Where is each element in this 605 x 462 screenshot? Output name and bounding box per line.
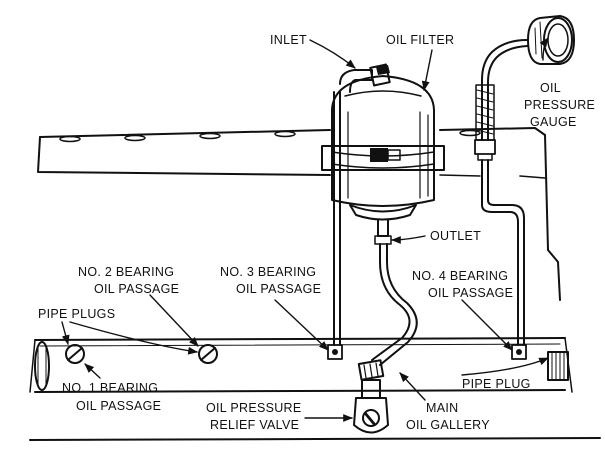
- gauge-label-line-1: OIL: [540, 81, 561, 95]
- main-gallery-leader: [399, 372, 426, 401]
- no3-bearing-fitting: [327, 344, 343, 360]
- main-gallery-label-1: MAIN: [426, 401, 458, 415]
- no1-bearing-label-1: NO. 1 BEARING: [62, 381, 158, 395]
- leader-lines: [61, 37, 549, 422]
- oil-pressure-gauge: [527, 15, 575, 65]
- no1-bearing-label-2: OIL PASSAGE: [76, 399, 161, 413]
- pipe-plugs-label: PIPE PLUGS: [38, 307, 115, 321]
- inlet-fitting: [339, 63, 391, 93]
- pipe-plug-middle: [198, 344, 218, 364]
- no4-bearing-fitting: [511, 344, 527, 360]
- inlet-leader: [309, 39, 356, 69]
- no2-bearing-leader: [149, 294, 199, 347]
- relief-valve-label-2: RELIEF VALVE: [210, 418, 299, 432]
- no3-bearing-label-2: OIL PASSAGE: [236, 282, 321, 296]
- no4-bearing-label-1: NO. 4 BEARING: [412, 269, 508, 283]
- main-gallery-label-2: OIL GALLERY: [406, 418, 490, 432]
- gauge-line: [474, 39, 528, 346]
- gauge-label-line-2: PRESSURE: [524, 98, 595, 112]
- inlet-label: INLET: [270, 33, 307, 47]
- oil-filter-leader: [421, 49, 433, 91]
- outlet-label: OUTLET: [430, 229, 481, 243]
- outlet-line: [371, 243, 418, 366]
- pipe-plugs-leader-2: [69, 321, 198, 355]
- oil-filter: [321, 75, 445, 245]
- oil-filter-label: OIL FILTER: [386, 33, 454, 47]
- outlet-leader: [391, 235, 426, 244]
- no4-bearing-leader: [461, 299, 513, 351]
- pipe-plug-label: PIPE PLUG: [462, 377, 531, 391]
- no2-bearing-label-1: NO. 2 BEARING: [78, 265, 174, 279]
- pipe-plugs-leader-1: [61, 321, 70, 345]
- no1-bearing-leader: [84, 363, 101, 379]
- no2-bearing-label-2: OIL PASSAGE: [94, 282, 179, 296]
- pipe-plug-left: [65, 344, 85, 364]
- no4-bearing-label-2: OIL PASSAGE: [428, 286, 513, 300]
- engine-block: [29, 127, 601, 441]
- no3-bearing-label-1: NO. 3 BEARING: [220, 265, 316, 279]
- inlet-line: [333, 91, 341, 346]
- gauge-leader: [539, 37, 549, 61]
- pipe-plug-leader: [461, 357, 549, 376]
- gauge-label-line-3: GAUGE: [530, 115, 577, 129]
- no3-bearing-leader: [274, 299, 329, 351]
- relief-valve-label-1: OIL PRESSURE: [206, 401, 302, 415]
- oil-pressure-relief-valve: [353, 359, 389, 434]
